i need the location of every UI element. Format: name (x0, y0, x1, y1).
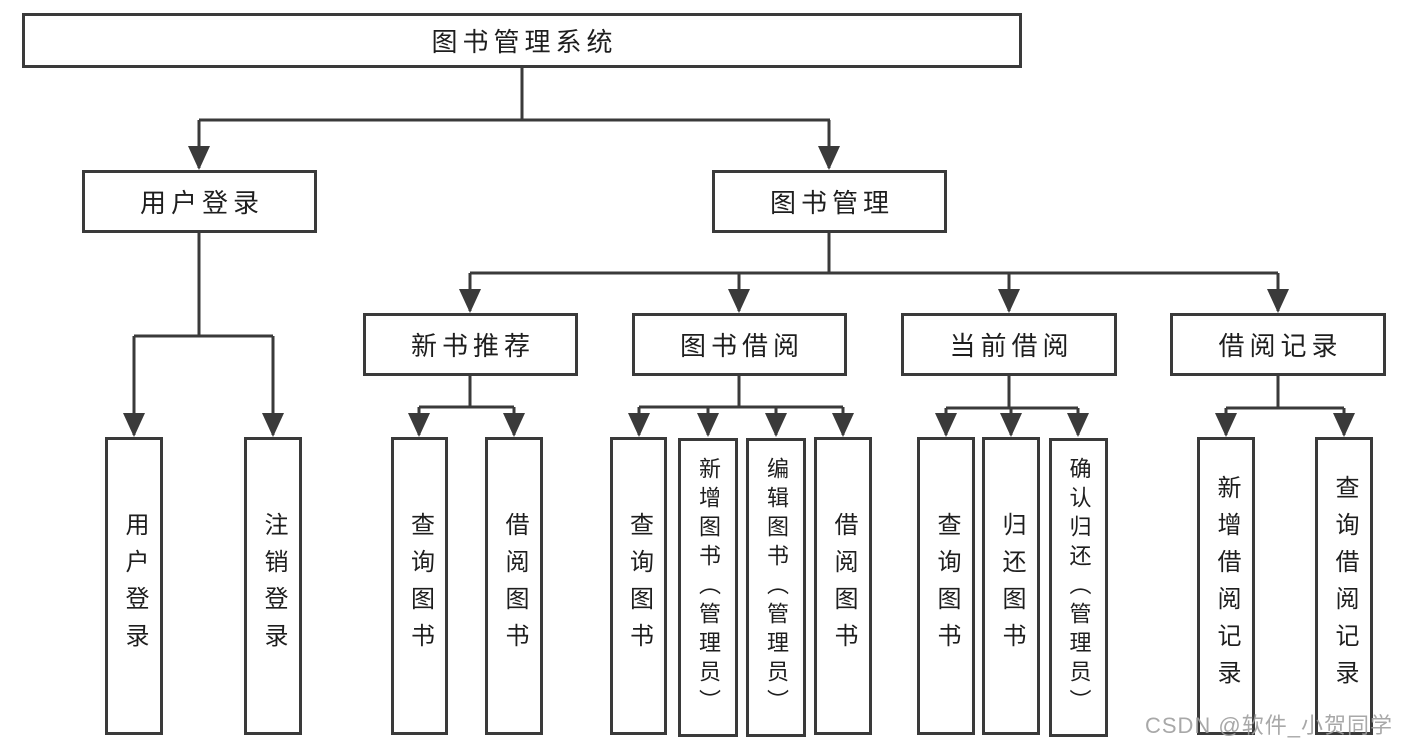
leaf-add-borrow-record: 新增借阅记录 (1197, 437, 1255, 735)
arrowheads (123, 146, 1355, 437)
node-user-login-label: 用户登录 (139, 188, 264, 218)
leaf-confirm-return-admin: 确认归还（管理员） (1049, 438, 1108, 737)
node-current-borrow-label: 当前借阅 (949, 331, 1074, 361)
leaf-query-borrow-record-label: 查询借阅记录 (1331, 475, 1358, 697)
leaf-query-books-3-label: 查询图书 (933, 512, 960, 660)
leaf-query-books-2: 查询图书 (610, 437, 667, 735)
leaf-edit-books-admin-label: 编辑图书（管理员） (764, 457, 789, 718)
connector-borrow-records (1224, 376, 1346, 435)
leaf-add-books-admin: 新增图书（管理员） (678, 438, 738, 737)
leaf-edit-books-admin: 编辑图书（管理员） (746, 438, 806, 737)
node-book-borrow-label: 图书借阅 (679, 331, 804, 361)
leaf-add-books-admin-label: 新增图书（管理员） (696, 457, 721, 718)
watermark: CSDN @软件_小贺同学 (1144, 713, 1393, 738)
leaf-user-login: 用户登录 (105, 437, 163, 735)
node-new-book-recommend: 新书推荐 (363, 313, 578, 376)
leaf-borrow-books-2: 借阅图书 (814, 437, 872, 735)
node-borrow-records-label: 借阅记录 (1218, 331, 1343, 361)
connector-user-login (132, 233, 275, 435)
connector-book-management (468, 233, 1280, 311)
node-root-label: 图书管理系统 (431, 27, 618, 57)
leaf-return-books-label: 归还图书 (998, 512, 1025, 660)
node-root: 图书管理系统 (22, 13, 1022, 68)
leaf-query-books-1-label: 查询图书 (406, 512, 434, 660)
node-current-borrow: 当前借阅 (901, 313, 1117, 376)
leaf-add-borrow-record-label: 新增借阅记录 (1213, 475, 1240, 697)
node-borrow-records: 借阅记录 (1170, 313, 1386, 376)
leaf-return-books: 归还图书 (982, 437, 1040, 735)
connector-book-borrow (637, 376, 845, 435)
leaf-query-books-3: 查询图书 (917, 437, 975, 735)
leaf-confirm-return-admin-label: 确认归还（管理员） (1066, 457, 1092, 718)
node-book-management-label: 图书管理 (769, 188, 894, 218)
connector-root (197, 68, 831, 168)
leaf-borrow-books-2-label: 借阅图书 (830, 512, 857, 660)
leaf-logout: 注销登录 (244, 437, 302, 735)
leaf-user-login-label: 用户登录 (121, 512, 148, 660)
leaf-query-books-1: 查询图书 (391, 437, 448, 735)
node-user-login: 用户登录 (82, 170, 317, 233)
leaf-query-books-2-label: 查询图书 (625, 512, 653, 660)
node-book-management: 图书管理 (712, 170, 947, 233)
connector-new-book-recommend (417, 376, 516, 435)
leaf-logout-label: 注销登录 (260, 512, 287, 660)
node-new-book-recommend-label: 新书推荐 (410, 331, 535, 361)
leaf-borrow-books-1-label: 借阅图书 (501, 512, 528, 660)
node-book-borrow: 图书借阅 (632, 313, 847, 376)
leaf-borrow-books-1: 借阅图书 (485, 437, 543, 735)
leaf-query-borrow-record: 查询借阅记录 (1315, 437, 1373, 735)
